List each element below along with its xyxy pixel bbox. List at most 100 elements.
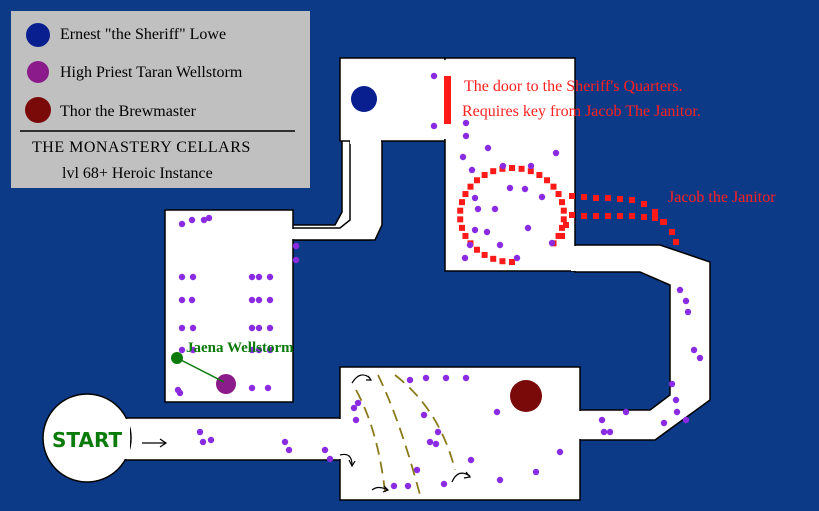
legend-item-sheriff: Ernest "the Sheriff" Lowe <box>60 26 226 43</box>
mob-dot <box>668 380 676 388</box>
patrol-marker <box>473 177 480 184</box>
mob-dot <box>434 428 442 436</box>
mob-dot <box>432 440 440 448</box>
mob-dot <box>462 374 470 382</box>
mob-dot <box>248 296 256 304</box>
mob-dot <box>493 408 501 416</box>
mob-dot <box>521 185 529 193</box>
patrol-marker <box>617 196 623 202</box>
mob-dot <box>462 119 470 127</box>
mob-dot <box>264 384 272 392</box>
patrol-marker <box>569 193 575 199</box>
legend-title: THE MONASTERY CELLARS <box>32 139 251 156</box>
patrol-marker <box>652 215 658 221</box>
mob-dot <box>248 384 256 392</box>
mob-dot <box>178 346 186 354</box>
patrol-marker <box>555 232 562 239</box>
patrol-marker <box>560 207 567 214</box>
patrol-marker <box>462 232 469 239</box>
patrol-marker <box>499 258 506 265</box>
mob-dot <box>352 416 360 424</box>
patrol-marker <box>661 219 667 225</box>
mob-dot <box>350 404 358 412</box>
patrol-marker <box>605 213 611 219</box>
start-circle <box>42 393 132 483</box>
mob-dot <box>474 205 482 213</box>
patrol-marker <box>544 177 551 184</box>
mob-dot <box>442 374 450 382</box>
patrol-marker <box>536 172 543 179</box>
patrol-marker <box>467 183 474 190</box>
mob-dot <box>673 408 681 416</box>
mob-dot <box>430 122 438 130</box>
mob-dot <box>404 482 412 490</box>
mob-dot <box>430 72 438 80</box>
mob-dot <box>491 205 499 213</box>
mob-dot <box>255 346 263 354</box>
mob-dot <box>676 286 684 294</box>
mob-dot <box>499 162 507 170</box>
patrol-marker <box>559 233 565 239</box>
mob-dot <box>696 354 704 362</box>
janitor-label: Jacob the Janitor <box>668 189 776 206</box>
mob-dot <box>527 162 535 170</box>
flow-arrows <box>142 374 472 493</box>
patrol-marker <box>490 168 497 175</box>
legend-subtitle: lvl 68+ Heroic Instance <box>62 165 213 182</box>
mob-dot <box>426 438 434 446</box>
mob-dot <box>532 468 540 476</box>
sheriff-door <box>444 76 451 124</box>
left-room <box>164 209 294 403</box>
mob-dot <box>420 411 428 419</box>
mob-group <box>174 72 704 490</box>
mob-dot <box>178 220 186 228</box>
janitor-patrol-path <box>457 165 679 265</box>
mob-dot <box>606 428 614 436</box>
mob-dot <box>326 455 334 463</box>
patrol-marker <box>509 259 515 265</box>
patrol-marker <box>581 213 587 219</box>
mob-dot <box>622 408 630 416</box>
mob-dot <box>548 239 556 247</box>
mob-dot <box>354 399 362 407</box>
patrol-marker <box>652 209 658 215</box>
mob-dot <box>556 448 564 456</box>
mob-dot <box>292 256 300 264</box>
mob-dot <box>496 476 504 484</box>
bottom-room-dashes <box>355 374 456 496</box>
patrol-marker <box>560 216 567 223</box>
mob-dot <box>266 346 274 354</box>
patrol-marker <box>629 197 635 203</box>
mob-dot <box>248 273 256 281</box>
mob-dot <box>413 466 421 474</box>
patrol-marker <box>673 239 679 245</box>
mob-dot <box>178 296 186 304</box>
mob-dot <box>199 438 207 446</box>
mob-dot <box>506 184 514 192</box>
mob-dot <box>200 216 208 224</box>
mob-dot <box>484 144 492 152</box>
patrol-marker <box>581 194 587 200</box>
mob-dot <box>422 374 430 382</box>
mob-dot <box>471 226 479 234</box>
legend-item-brewmaster: Thor the Brewmaster <box>60 103 197 120</box>
mob-dot <box>468 166 476 174</box>
mob-dot <box>524 224 532 232</box>
patrol-marker <box>563 222 569 228</box>
sheriff-marker <box>351 86 377 112</box>
mob-dot <box>266 324 274 332</box>
mob-dot <box>660 419 668 427</box>
patrol-marker <box>473 246 480 253</box>
mob-dot <box>248 346 256 354</box>
patrol-marker <box>458 199 465 206</box>
patrol-marker <box>481 251 488 258</box>
mob-dot <box>513 254 521 262</box>
jaena-marker <box>171 352 183 364</box>
mob-dot <box>189 346 197 354</box>
patrol-marker <box>527 168 534 175</box>
mob-dot <box>248 324 256 332</box>
patrol-marker <box>593 195 599 201</box>
door-note-line2: Requires key from Jacob The Janitor. <box>462 103 701 120</box>
patrol-marker <box>490 255 497 262</box>
